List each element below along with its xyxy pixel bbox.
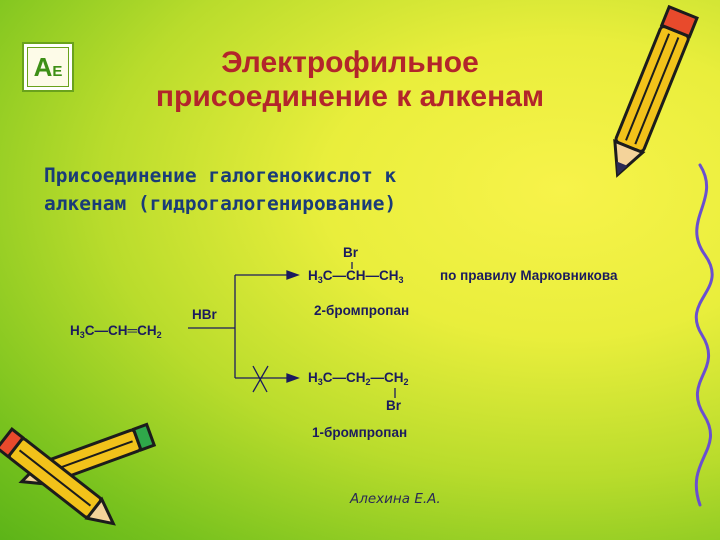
slide-title: Электрофильное присоединение к алкенам [90,46,610,114]
markovnikov-rule-label: по правилу Марковникова [440,268,618,283]
reactant-formula: H3C—CH═CH2 [70,323,162,340]
subtitle-line-1: Присоединение галогенокислот к [44,164,397,187]
pencil-crossed-icon [0,427,116,526]
pencil-top-right-icon [613,4,699,178]
logo-letter-a: А [33,52,53,82]
reagent-label: HBr [192,307,217,322]
title-line-2: присоединение к алкенам [155,80,545,113]
major-product-br: Br [343,245,359,260]
major-product-formula: H3C—CH—CH3 [308,268,404,285]
reaction-arrows [188,262,396,398]
minor-product-br: Br [386,398,402,413]
major-product-name: 2-бромпропан [314,303,410,318]
author-signature: Алехина Е.А. [350,491,441,507]
minor-product-formula: H3C—CH2—CH2 [308,370,409,387]
subtitle-line-2: алкенам (гидрогалогенирование) [44,192,397,215]
title-line-1: Электрофильное [221,46,479,79]
slide-subtitle: Присоединение галогенокислот к алкенам (… [44,162,644,218]
logo-badge: АЕ [22,42,74,92]
logo-letter-e: Е [52,63,63,80]
minor-product-name: 1-бромпропан [312,425,408,440]
squiggle-line-icon [694,163,714,507]
